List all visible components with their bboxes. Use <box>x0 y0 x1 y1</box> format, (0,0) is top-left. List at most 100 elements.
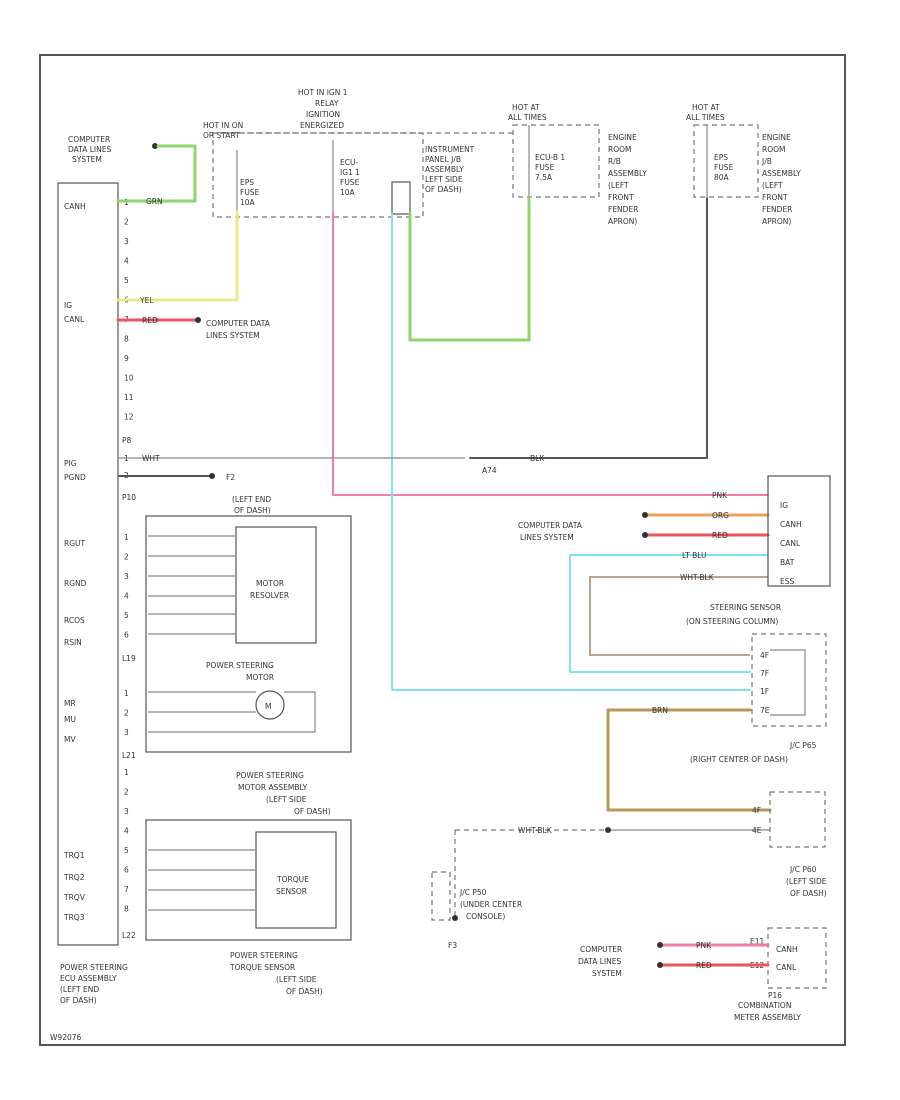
meter-pin-canl: CANL <box>776 963 797 972</box>
ig-relay-label-1: HOT IN ON <box>203 121 243 130</box>
er-jb-label-6: FRONT <box>762 193 788 202</box>
ecu-conn-l19: L19 <box>122 654 136 663</box>
wire-pnk-meter: PNK <box>657 941 770 950</box>
ecu-pin-resolver-4: 5 <box>124 611 129 620</box>
cdls-bottom-label-1: COMPUTER <box>580 945 622 954</box>
hot-all-1-label-1: HOT AT <box>512 103 540 112</box>
wire-ltblu-bat: LT BLU <box>569 551 769 673</box>
ps-torque-label-4: OF DASH) <box>286 987 323 996</box>
wire-red-label: RED <box>142 316 158 325</box>
ecu-pin-top-7: 8 <box>124 335 129 344</box>
diagram-frame <box>39 54 846 1046</box>
cdls-top-label-3: SYSTEM <box>72 155 102 164</box>
jc-p60-pin2: 4E <box>752 826 762 835</box>
er-jb-label-8: APRON) <box>762 217 791 226</box>
ecu-conn-l22: L22 <box>122 931 136 940</box>
steer-sensor-label-1: STEERING SENSOR <box>710 603 781 612</box>
wire-blk-eps: BLK A74 <box>469 197 708 475</box>
ecu-terminal-9: MR <box>64 699 76 708</box>
meter-conn: P16 <box>768 991 782 1000</box>
ecu-pin-torque-7: 8 <box>124 905 129 914</box>
ecu-pin-resolver-3: 4 <box>124 592 129 601</box>
hot-all-1-label-2: ALL TIMES <box>508 113 547 122</box>
eps-fuse-label-1: EPS <box>240 178 254 187</box>
er-rb-label-3: R/B <box>608 157 621 166</box>
motor-m-label: M <box>265 702 271 711</box>
ecu-b-fuse-label-3: 7.5A <box>535 173 553 182</box>
steer-pin-ig: IG <box>780 501 788 510</box>
ecu-name-2: ECU ASSEMBLY <box>60 974 117 983</box>
ecu-conn-l21: L21 <box>122 751 136 760</box>
jc-p65-label-2: (RIGHT CENTER OF DASH) <box>690 755 788 764</box>
ecu-pin-torque-2: 3 <box>124 807 129 816</box>
jc-p50: J/C P50 (UNDER CENTER CONSOLE) F3 <box>431 871 522 950</box>
wire-whtblk-label: WHT-BLK <box>680 573 715 582</box>
wire-yel-ig: YEL <box>116 210 239 305</box>
jc-p65: 4F 7F 1F 7E J/C P65 (RIGHT CENTER OF DAS… <box>690 633 827 764</box>
jc-p65-pin3: 1F <box>760 687 769 696</box>
ecu-ig-relay-block: HOT IN IGN 1 RELAY IGNITION ENERGIZED EC… <box>298 88 360 212</box>
er-rb-label-5: (LEFT <box>608 181 629 190</box>
ecu-name-4: OF DASH) <box>60 996 97 1005</box>
wire-whtblk-ess: WHT-BLK <box>589 573 768 656</box>
wire-blk-label: BLK <box>530 454 545 463</box>
wire-grn-canh: GRN <box>116 144 197 206</box>
ecu-pin-resolver-5: 6 <box>124 631 129 640</box>
ecu-pin-resolver-2: 3 <box>124 572 129 581</box>
ecu-terminal-labels: CANHIGCANLPIGPGNDRGUTRGNDRCOSRSINMRMUMVT… <box>63 202 87 922</box>
eps-80a-label-3: 80A <box>714 173 730 182</box>
cdls-bottom-label-3: SYSTEM <box>592 969 622 978</box>
ecu-terminal-7: RCOS <box>64 616 85 625</box>
cdls-right-label-2: LINES SYSTEM <box>520 533 574 542</box>
ig-relay-fuse-block: HOT IN ON OR START EPS FUSE 10A <box>203 121 424 218</box>
steer-pin-canh: CANH <box>780 520 802 529</box>
ecu-pin-top-9: 10 <box>124 374 134 383</box>
ground-f2: F2 <box>226 473 235 482</box>
ecu-terminal-10: MU <box>64 715 76 724</box>
torque-sensor-label-2: SENSOR <box>276 887 307 896</box>
wire-pnk-label: PNK <box>712 491 728 500</box>
jc-p60-label-1: J/C P60 <box>789 865 817 874</box>
ecu-pin-torque-4: 5 <box>124 846 129 855</box>
ecu-pin-top-4: 5 <box>124 276 129 285</box>
er-rb-label-4: ASSEMBLY <box>608 169 647 178</box>
ground-f2-loc-1: (LEFT END <box>232 495 271 504</box>
hot-all-2-label-2: ALL TIMES <box>686 113 725 122</box>
combo-meter-label-1: COMBINATION <box>738 1001 791 1010</box>
wire-red-canl2: RED COMPUTER DATA LINES SYSTEM <box>518 521 770 542</box>
er-rb-label-1: ENGINE <box>608 133 637 142</box>
ps-motor-label-1: POWER STEERING <box>206 661 274 670</box>
ecu-terminal-3: PIG <box>64 459 77 468</box>
jc-p50-label-2: (UNDER CENTER <box>460 900 522 909</box>
wire-red3-label: RED <box>696 961 712 970</box>
meter-pin-canh: CANH <box>776 945 798 954</box>
ecu-pin-torque-1: 2 <box>124 788 129 797</box>
ecu-terminal-2: CANL <box>64 315 85 324</box>
ecu-name-3: (LEFT END <box>60 985 99 994</box>
steer-pin-bat: BAT <box>780 558 795 567</box>
jc-p60-label-2: (LEFT SIDE <box>786 877 827 886</box>
ecu-pin-torque-5: 6 <box>124 866 129 875</box>
ecu-pin-motor-1: 2 <box>124 709 129 718</box>
steering-sensor: IG CANH CANL BAT ESS STEERING SENSOR (ON… <box>686 475 831 626</box>
eps-fuse-label-3: 10A <box>240 198 256 207</box>
ecu-pin-numbers: 1234567891011121234561231234567812P8P10L… <box>122 198 136 940</box>
er-jb-label-5: (LEFT <box>762 181 783 190</box>
jc-p65-pin4: 7E <box>760 706 770 715</box>
wire-org-canh: ORG <box>642 511 770 520</box>
ecu-pin-resolver-1: 2 <box>124 553 129 562</box>
er-rb-label-6: FRONT <box>608 193 634 202</box>
ecu-terminal-0: CANH <box>64 202 86 211</box>
ipjb-label-3: ASSEMBLY <box>425 165 464 174</box>
ecu-pin-torque-6: 7 <box>124 885 129 894</box>
cdls-top-label-1: COMPUTER <box>68 135 110 144</box>
ecu-fuse-label-1: ECU- <box>340 158 358 167</box>
ecu-terminal-4: PGND <box>64 473 86 482</box>
jc-p60-label-3: OF DASH) <box>790 889 827 898</box>
ecu-fuse-label-3: FUSE <box>340 178 360 187</box>
wire-brn-label: BRN <box>652 706 668 715</box>
ecu-pin-top-3: 4 <box>124 257 129 266</box>
wire-red-canl: RED COMPUTER DATA LINES SYSTEM <box>116 316 271 340</box>
ecu-pin-top-8: 9 <box>124 354 129 363</box>
cdls-right-label-1: COMPUTER DATA <box>518 521 583 530</box>
